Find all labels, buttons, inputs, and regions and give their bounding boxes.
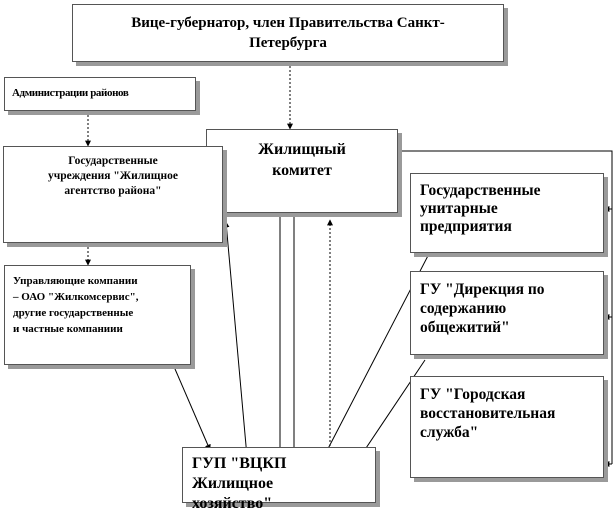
housing-committee-line-1: Жилищный (258, 141, 346, 158)
connector-companies-vckp (171, 361, 211, 451)
vice-governor-line-1: Вице-губернатор, член Правительства Санк… (131, 15, 445, 31)
connector-agency-vckp (223, 221, 251, 469)
unitary-enterprises-line-2: унитарные (420, 200, 498, 217)
management-companies-line-1: Управляющие компании (13, 275, 138, 287)
district-administrations-box: Администрации районов (4, 77, 196, 111)
restoration-service-line-3: служба" (420, 424, 479, 441)
housing-committee-line-2: комитет (272, 162, 332, 179)
housing-agency-line-3: агентство района" (64, 185, 162, 197)
dormitory-directorate-line-3: общежитий" (420, 319, 510, 336)
unitary-enterprises-box: Государственные унитарные предприятия (410, 173, 604, 253)
vice-governor-box: Вице-губернатор, член Правительства Санк… (72, 4, 504, 62)
unitary-enterprises-line-3: предприятия (420, 218, 512, 235)
dormitory-directorate-box: ГУ "Дирекция по содержанию общежитий" (410, 271, 604, 355)
vice-governor-line-2: Петербурга (249, 35, 327, 51)
management-companies-line-3: другие государственные (13, 307, 134, 319)
vckp-housing-line-3: хозяйство" (192, 495, 273, 512)
vckp-housing-box: ГУП "ВЦКП Жилищное хозяйство" (182, 447, 376, 512)
housing-agency-line-1: Государственные (68, 155, 158, 167)
vckp-housing-line-1: ГУП "ВЦКП (192, 455, 287, 472)
restoration-service-line-1: ГУ "Городская (420, 386, 526, 403)
restoration-service-box: ГУ "Городская восстановительная служба" (410, 376, 604, 478)
management-companies-box: Управляющие компании – ОАО "Жилкомсервис… (4, 265, 191, 365)
housing-committee-box: Жилищный комитет (206, 129, 398, 213)
connector-committee-bus (398, 150, 613, 464)
dormitory-directorate-line-2: содержанию (420, 300, 507, 317)
dormitory-directorate-line-1: ГУ "Дирекция по (420, 281, 545, 298)
vckp-housing-line-2: Жилищное (192, 475, 274, 492)
management-companies-line-4: и частные компаниии (13, 323, 123, 335)
restoration-service-line-2: восстановительная (420, 405, 556, 422)
housing-agency-line-2: учреждения "Жилищное (48, 170, 178, 182)
district-administrations-line-1: Администрации районов (12, 87, 129, 99)
management-companies-line-2: – ОАО "Жилкомсервис", (13, 291, 139, 303)
unitary-enterprises-line-1: Государственные (420, 182, 541, 199)
housing-agency-box: Государственные учреждения "Жилищное аге… (3, 146, 223, 243)
